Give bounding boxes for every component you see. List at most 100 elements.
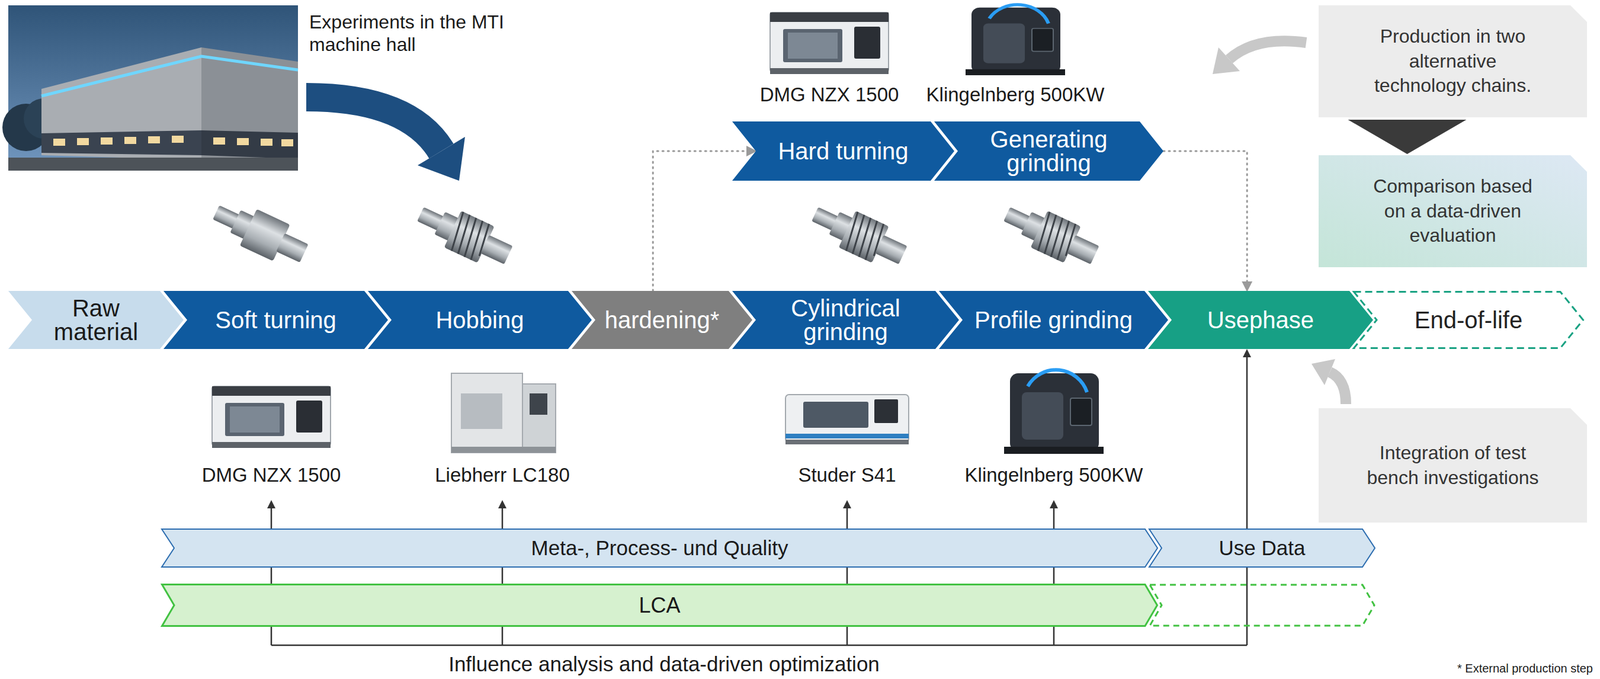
- callout-box-shape: [1318, 155, 1587, 268]
- building-photo-part: [8, 157, 298, 171]
- process-chevron: Cylindrical grinding: [732, 290, 960, 349]
- footnote: * External production step: [1457, 661, 1593, 676]
- soft-shaft-picture: [207, 194, 313, 272]
- gear-shaft-picture: [806, 196, 912, 274]
- data-link-lines-part: [1242, 348, 1252, 358]
- use-phase-chevron: Usephase: [1148, 290, 1374, 349]
- grinding-machine-picture-part: [965, 69, 1066, 76]
- building-photo-part: [41, 56, 298, 96]
- data-bar: Meta-, Process- und Quality: [161, 528, 1159, 568]
- process-chevron: Soft turning: [163, 290, 389, 349]
- building-photo-part-part: [100, 137, 113, 145]
- end-of-life-chevron-shape: [1354, 292, 1584, 349]
- callout-box: Comparison based on a data-driven evalua…: [1318, 155, 1587, 268]
- lca-dashed-extension-part: [1149, 584, 1375, 626]
- lathe-machine-picture-part: [225, 402, 285, 436]
- step-label: Soft turning: [215, 308, 337, 332]
- lathe-machine-picture-part: [212, 441, 331, 448]
- cylindrical-grinder-picture-part: [785, 394, 909, 442]
- lathe-machine-picture-part: [296, 400, 323, 433]
- process-chevron-shape: [8, 290, 184, 349]
- step-label: Profile grinding: [974, 308, 1133, 332]
- hobbing-machine-picture-part: [451, 446, 556, 453]
- building-photo-part-part: [213, 137, 226, 145]
- grinding-machine-picture-part: [1027, 369, 1088, 393]
- callout-text: Production in two alternative technology…: [1361, 24, 1545, 99]
- hobbing-machine-picture: [451, 373, 556, 453]
- lathe-machine-picture-part: [787, 32, 838, 59]
- soft-shaft-picture-part: [276, 233, 309, 263]
- grey-curved-arrow-part: [1311, 358, 1336, 386]
- cylindrical-grinder-picture: [785, 394, 909, 445]
- grey-curved-arrow-part: [1329, 372, 1346, 404]
- gear-shaft-picture-part: [480, 235, 513, 265]
- data-link-lines-part: [267, 499, 276, 509]
- step-label: End-of-life: [1414, 308, 1523, 332]
- data-bar: LCA: [161, 583, 1159, 627]
- building-photo-part: [41, 47, 202, 160]
- machine-label: Liebherr LC180: [434, 463, 570, 487]
- lathe-machine-picture-part: [770, 12, 889, 72]
- gear-shaft-picture-part: [874, 235, 907, 265]
- gear-shaft-picture: [411, 196, 517, 274]
- process-chevron: Raw material: [8, 290, 184, 349]
- cylindrical-grinder-picture-part: [785, 433, 909, 439]
- process-chevron-shape: [163, 290, 389, 349]
- end-of-life-chevron: End-of-life: [1352, 290, 1585, 349]
- grinding-machine-picture: [1004, 369, 1104, 454]
- process-chevron: Profile grinding: [938, 290, 1169, 349]
- external-step-chevron-shape: [571, 290, 753, 349]
- step-label: Cylindrical grinding: [759, 296, 932, 344]
- process-chevron-shape: [732, 121, 955, 181]
- hobbing-machine-picture-part: [529, 393, 548, 415]
- callout-box: Integration of test bench investigations: [1318, 408, 1587, 523]
- building-photo-part-part: [77, 138, 89, 146]
- callout-box-shape: [1318, 408, 1587, 523]
- lathe-machine-picture-part: [854, 26, 881, 59]
- data-link-lines-part: [842, 499, 852, 509]
- building-photo-part-part: [281, 139, 294, 147]
- bar-label: Use Data: [1219, 535, 1306, 561]
- flow-connector: [1163, 151, 1247, 291]
- process-chevron-shape: [938, 290, 1169, 349]
- grey-curved-arrow: [1311, 358, 1346, 404]
- grey-curved-arrow: [1212, 40, 1307, 75]
- machine-label: Klingelnberg 500KW: [964, 463, 1144, 487]
- grey-curved-arrow-part: [1212, 47, 1240, 75]
- gear-shaft-picture-part: [1066, 235, 1099, 265]
- cylindrical-grinder-picture-part: [803, 401, 869, 428]
- callout-box-shape: [1318, 5, 1587, 118]
- process-chevron-shape: [367, 290, 592, 349]
- process-chevron-shape: [934, 121, 1164, 181]
- building-photo-part-part: [236, 138, 249, 146]
- step-label: Generating grinding: [961, 127, 1137, 175]
- grinding-machine-picture-part: [1070, 398, 1092, 426]
- grinding-machine-picture-part: [1021, 392, 1064, 440]
- building-photo-part-part: [148, 136, 160, 144]
- building-photo-part: [8, 5, 298, 171]
- caption-label: Experiments in the MTI machine hall: [309, 10, 523, 57]
- building-photo-part: [41, 130, 202, 156]
- lathe-machine-picture-part: [770, 12, 889, 22]
- machine-label: Studer S41: [797, 463, 896, 487]
- machine-label: Klingelnberg 500KW: [926, 82, 1105, 107]
- building-photo-part-part: [171, 135, 184, 143]
- gear-shaft-picture: [998, 196, 1103, 274]
- grinding-machine-picture-part: [1004, 446, 1104, 454]
- data-bar-shape: [1149, 528, 1375, 567]
- lca-dashed-extension: [1149, 584, 1375, 626]
- hobbing-machine-picture-part: [522, 383, 556, 453]
- callout-box: Production in two alternative technology…: [1318, 5, 1587, 118]
- building-photo-part-part: [260, 138, 273, 146]
- bar-label: Meta-, Process- und Quality: [531, 535, 789, 561]
- lathe-machine-picture-part: [783, 29, 843, 63]
- grey-curved-arrow-part: [1229, 40, 1307, 60]
- grinding-machine-picture-part: [1031, 28, 1054, 52]
- building-photo-part-part: [124, 136, 137, 144]
- process-chevron: Hobbing: [367, 290, 592, 349]
- bar-label: LCA: [638, 592, 681, 618]
- data-bar-shape: [161, 528, 1158, 567]
- cylindrical-grinder-picture-part: [785, 439, 909, 445]
- data-link-lines-part: [498, 499, 507, 509]
- process-chevron: Generating grinding: [934, 121, 1164, 181]
